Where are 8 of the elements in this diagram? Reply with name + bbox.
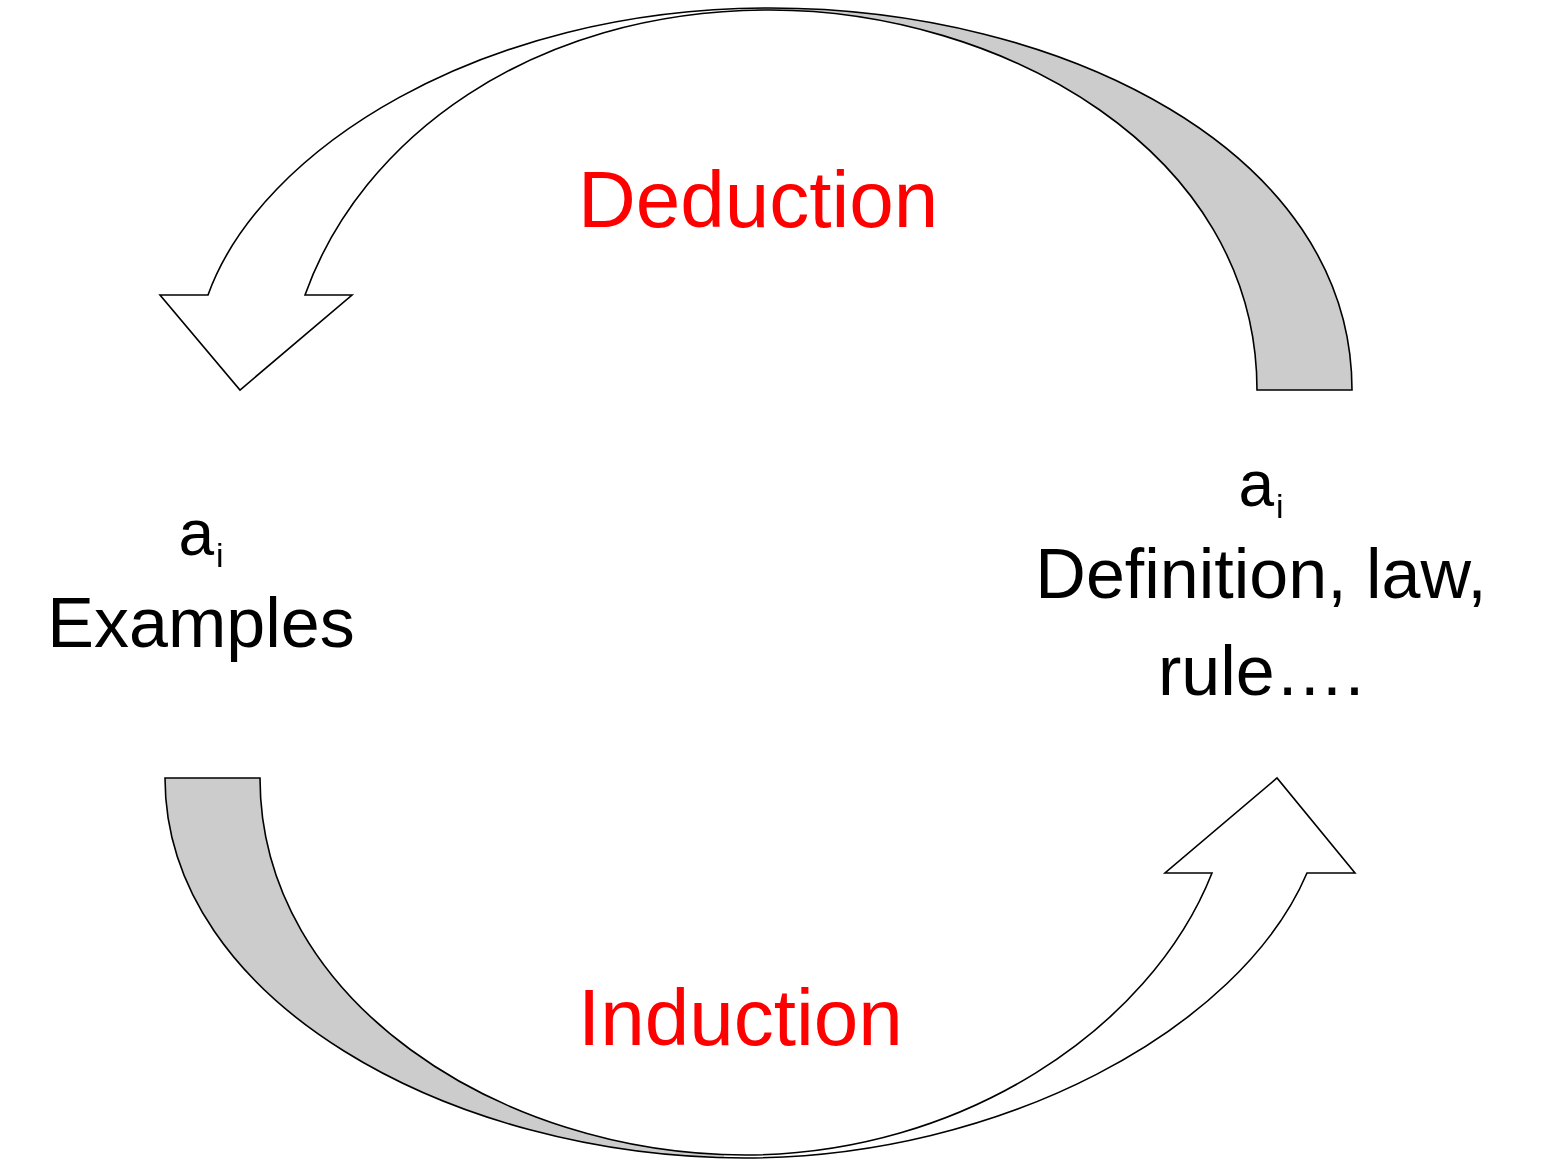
curved-arrow [164, 777, 1356, 1159]
variable-label: a$_{i}$ [178, 496, 224, 575]
edge-label: Deduction [578, 160, 939, 240]
node-label: Definition, law, rule…. [1034, 534, 1488, 712]
curved-arrow [159, 7, 1353, 391]
variable-label: a$_{i}$ [1238, 448, 1284, 527]
edge-label: Induction [578, 978, 903, 1058]
node-label: Examples [47, 582, 355, 664]
